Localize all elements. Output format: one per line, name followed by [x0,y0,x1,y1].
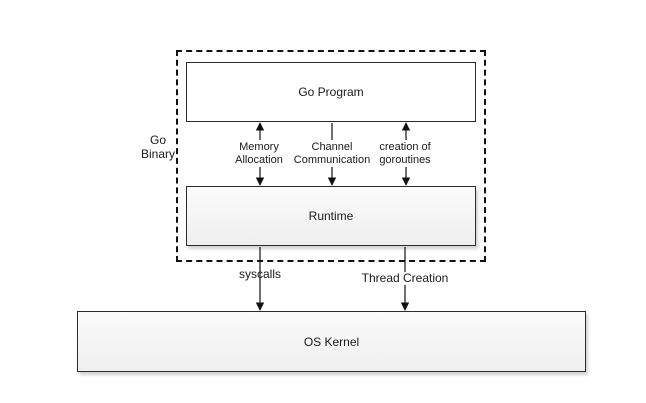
os-kernel-box: OS Kernel [77,311,586,372]
runtime-label: Runtime [308,209,354,223]
syscalls-label: syscalls [238,267,281,281]
memory-allocation-label: Memory Allocation [235,141,283,166]
go-program-label: Go Program [298,85,364,99]
thread-creation-label: Thread Creation [355,272,455,285]
os-kernel-label: OS Kernel [303,334,360,349]
go-binary-boundary [176,50,486,262]
go-program-box: Go Program [186,62,476,122]
channel-communication-label: Channel Communication [293,141,371,166]
creation-of-goroutines-label: creation of goroutines [379,141,431,166]
runtime-box: Runtime [186,186,476,246]
go-binary-label: Go Binary [140,133,175,161]
